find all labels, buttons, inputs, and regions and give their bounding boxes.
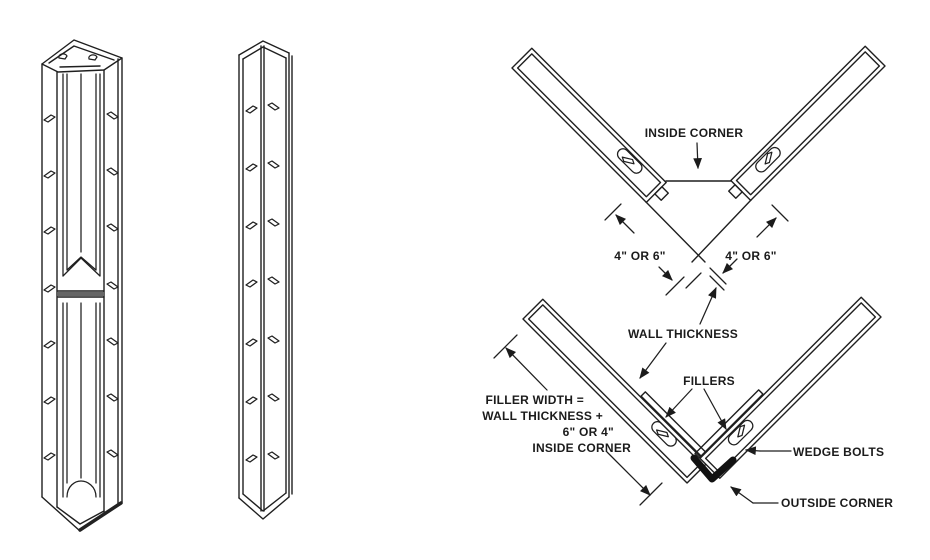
wedge-bolts-label: WEDGE BOLTS: [793, 445, 884, 459]
filler-width-line-1: FILLER WIDTH =: [486, 393, 585, 407]
panel-joint: [57, 290, 105, 298]
inner-channel-upper: [62, 73, 101, 277]
form-bottom-edge: [41, 496, 123, 532]
form-top-cap: [41, 39, 123, 73]
form-panel-upper-right: [728, 45, 886, 202]
wedge-bolts-leader: [744, 446, 792, 456]
outside-corner-piece: [690, 454, 737, 483]
inner-channel-lower: [62, 302, 101, 498]
panel-tab: [654, 186, 669, 201]
wall-thickness-arrow-down: [639, 342, 667, 379]
wall-face-right: [691, 199, 752, 263]
wedge-slots-left-leg: [245, 105, 258, 463]
wall-thickness-ticks: [685, 272, 725, 291]
form-panel-lower-right: [694, 296, 882, 479]
fillers-label: FILLERS: [683, 374, 735, 388]
outside-corner-leader: [730, 486, 779, 504]
wedge-slots-right-face: [106, 111, 119, 458]
filler-strip-right: [694, 389, 764, 459]
angle-top-edge: [238, 40, 290, 56]
wedge-slots-right-leg: [267, 102, 280, 460]
outside-corner-label: OUTSIDE CORNER: [781, 496, 893, 510]
fillers-arrow-right: [703, 388, 727, 430]
fillers-arrow-left: [665, 388, 693, 418]
filler-width-dimension: [493, 334, 663, 506]
dimension-left: [604, 203, 685, 296]
wall-thickness-label: WALL THICKNESS: [628, 327, 738, 341]
wall-face-left: [645, 201, 706, 263]
form-panel-upper-left: [511, 47, 669, 204]
dimension-right-label: 4" OR 6": [725, 249, 776, 263]
wedge-slots-left-face: [43, 114, 56, 461]
inside-corner-assembly: INSIDE CORNER 4" OR 6" 4" OR 6": [511, 45, 886, 296]
inside-corner-form-isometric: [41, 39, 123, 532]
outside-corner-assembly: WALL THICKNESS FILLERS FILLER WIDTH = WA…: [482, 287, 893, 510]
inside-corner-arrow: [693, 142, 702, 170]
filler-width-line-2: WALL THICKNESS +: [482, 409, 603, 423]
filler-width-line-4: INSIDE CORNER: [532, 441, 631, 455]
form-panel-lower-left: [522, 298, 713, 484]
cap-slot-hooks: [58, 53, 98, 61]
filler-width-line-3: 6" OR 4": [563, 425, 614, 439]
wall-thickness-arrow-up: [699, 287, 717, 325]
form-top-cap-inner: [48, 45, 115, 64]
panel-tab: [728, 184, 743, 199]
dimension-left-label: 4" OR 6": [614, 249, 665, 263]
filler-width-label: FILLER WIDTH = WALL THICKNESS + 6" OR 4"…: [482, 393, 631, 455]
outside-corner-form-isometric: [238, 40, 293, 520]
dimension-right: [709, 204, 789, 285]
inside-corner-label: INSIDE CORNER: [645, 126, 744, 140]
angle-bottom-edge: [238, 496, 290, 520]
